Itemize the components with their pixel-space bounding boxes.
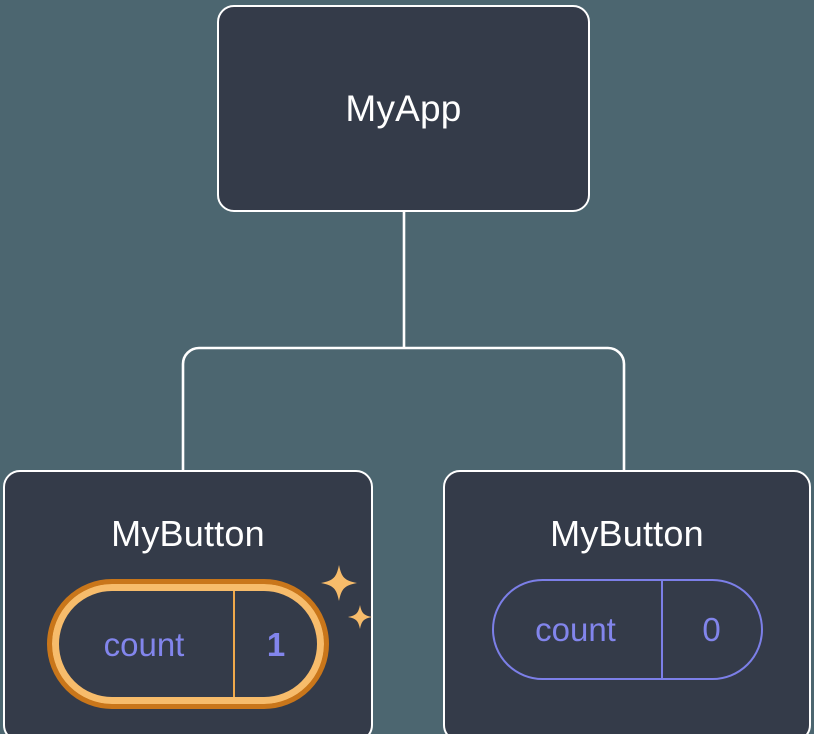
- connector-branch-right: [404, 346, 626, 470]
- sparkle-large-icon: [321, 565, 357, 601]
- state-value-label-1: 1: [266, 625, 286, 663]
- node-mybutton-1-title: MyButton: [111, 513, 265, 554]
- state-value-label-2: 0: [702, 611, 721, 648]
- node-mybutton-2-title: MyButton: [550, 513, 704, 554]
- state-key-label-1: count: [59, 591, 235, 697]
- state-key-label-2: count: [494, 581, 663, 678]
- state-pill-idle[interactable]: count 0: [491, 579, 763, 680]
- state-pill-active-inner: count 1: [52, 584, 324, 704]
- state-pill-wrap-2: count 0: [491, 579, 763, 680]
- state-pill-wrap-1: count 1: [47, 565, 372, 709]
- node-mybutton-2[interactable]: MyButton count 0: [443, 470, 811, 734]
- sparkle-small-icon: [348, 605, 372, 629]
- connector-branch-left: [181, 346, 404, 470]
- state-pill-active[interactable]: count 1: [47, 579, 329, 709]
- node-mybutton-1[interactable]: MyButton count 1: [3, 470, 373, 734]
- node-myapp-title: MyApp: [345, 88, 462, 129]
- node-myapp[interactable]: MyApp: [217, 5, 590, 212]
